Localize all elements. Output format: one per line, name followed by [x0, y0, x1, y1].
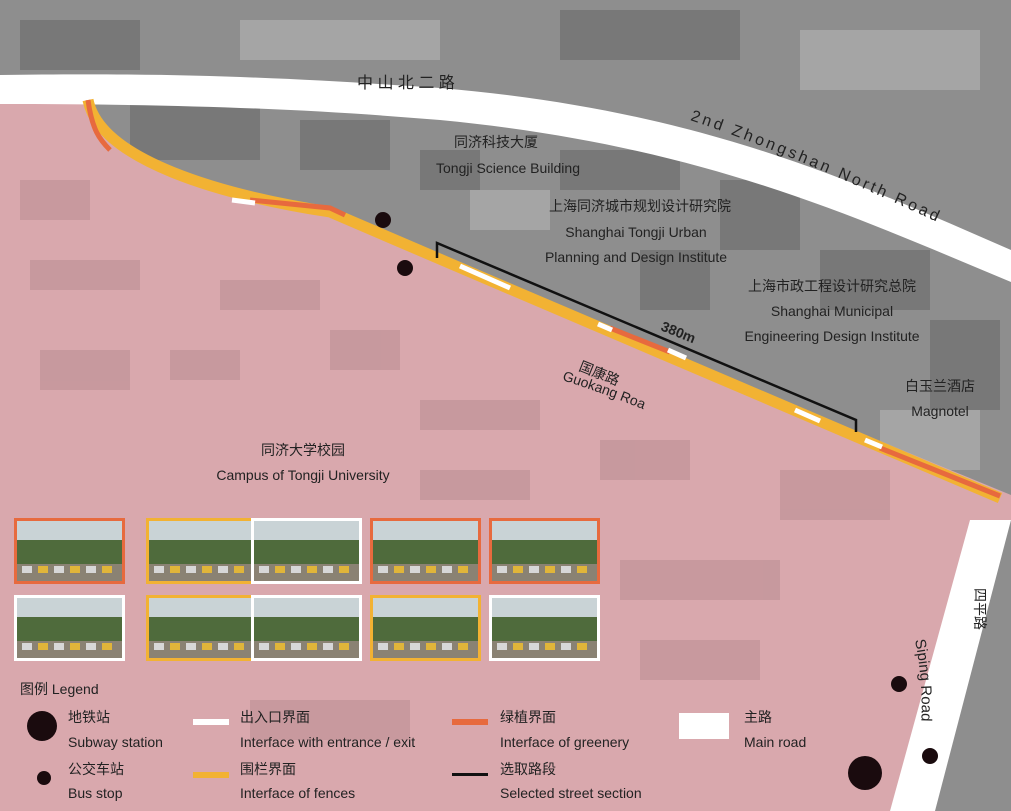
- urban-institute-label-cn: 上海同济城市规划设计研究院: [549, 198, 731, 214]
- street-photo-fence: [370, 595, 481, 661]
- street-photo-entrance: [251, 595, 362, 661]
- bus-stop-marker: [375, 212, 391, 228]
- zhongshan-road: [0, 74, 1011, 282]
- legend-greenery-en: Interface of greenery: [500, 734, 629, 750]
- municipal-institute-label-en-2: Engineering Design Institute: [744, 328, 919, 344]
- legend-entrance-en: Interface with entrance / exit: [240, 734, 415, 750]
- magnotel-label-en: Magnotel: [911, 403, 969, 419]
- legend-subway-symbol: [27, 711, 57, 741]
- legend-subway-en: Subway station: [68, 734, 163, 750]
- science-building-label-cn: 同济科技大厦: [454, 134, 538, 150]
- street-photo-entrance: [251, 518, 362, 584]
- municipal-institute-label-en-1: Shanghai Municipal: [771, 303, 893, 319]
- interface-greenery-line: [879, 445, 1001, 499]
- interface-greenery-line: [85, 99, 112, 152]
- legend: 图例 Legend 地铁站 Subway station 公交车站 Bus st…: [20, 681, 806, 801]
- legend-greenery-symbol: [452, 719, 488, 725]
- selected-section-bracket: [435, 241, 858, 432]
- legend-bus-en: Bus stop: [68, 785, 123, 801]
- siping-road: [890, 520, 1011, 811]
- legend-section-symbol: [452, 773, 488, 776]
- zhongshan-road-label-cn: 中 山 北 二 路: [357, 74, 455, 92]
- campus-label-en: Campus of Tongji University: [216, 467, 389, 483]
- subway-station-marker: [848, 756, 882, 790]
- bus-stop-marker: [922, 748, 938, 764]
- legend-subway-cn: 地铁站: [68, 709, 110, 725]
- street-photo-fence: [146, 518, 257, 584]
- legend-mainroad-symbol: [679, 713, 729, 739]
- interface-entrance-segments: [231, 197, 883, 450]
- legend-section-cn: 选取路段: [500, 761, 556, 777]
- aerial-texture: [20, 10, 1000, 410]
- legend-fences-cn: 围栏界面: [240, 761, 296, 777]
- legend-greenery-cn: 绿植界面: [500, 709, 556, 725]
- street-photo-greenery: [489, 518, 600, 584]
- street-photo-entrance: [14, 595, 125, 661]
- urban-institute-label-en-1: Shanghai Tongji Urban: [565, 224, 706, 240]
- legend-fences-en: Interface of fences: [240, 785, 355, 801]
- aerial-light-patches: [240, 20, 980, 470]
- street-photo-greenery: [14, 518, 125, 584]
- bus-stop-marker: [891, 676, 907, 692]
- photo-grid: [14, 518, 600, 661]
- science-building-label-en: Tongji Science Building: [436, 160, 580, 176]
- street-photo-greenery: [370, 518, 481, 584]
- campus-building-shadows: [20, 180, 890, 740]
- legend-bus-symbol: [37, 771, 51, 785]
- legend-mainroad-en: Main road: [744, 734, 806, 750]
- magnotel-label-cn: 白玉兰酒店: [905, 378, 975, 394]
- legend-mainroad-cn: 主路: [744, 709, 772, 725]
- legend-entrance-cn: 出入口界面: [240, 709, 310, 725]
- legend-title: 图例 Legend: [20, 681, 99, 697]
- street-photo-fence: [146, 595, 257, 661]
- legend-bus-cn: 公交车站: [68, 761, 124, 777]
- municipal-institute-label-cn: 上海市政工程设计研究总院: [748, 278, 916, 294]
- place-labels: 同济科技大厦 Tongji Science Building 上海同济城市规划设…: [216, 134, 975, 483]
- legend-entrance-symbol: [193, 719, 229, 725]
- campus-label-cn: 同济大学校园: [261, 442, 345, 458]
- urban-institute-label-en-2: Planning and Design Institute: [545, 249, 727, 265]
- legend-fences-symbol: [193, 772, 229, 778]
- bus-stop-marker: [397, 260, 413, 276]
- legend-section-en: Selected street section: [500, 785, 642, 801]
- street-photo-entrance: [489, 595, 600, 661]
- interface-greenery-line: [609, 325, 671, 355]
- interface-greenery-line: [249, 197, 347, 218]
- siping-road-label-cn: 四平路: [972, 588, 988, 630]
- interface-fence-line: [82, 98, 1003, 504]
